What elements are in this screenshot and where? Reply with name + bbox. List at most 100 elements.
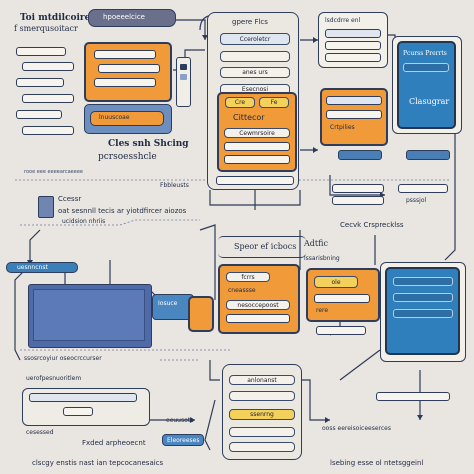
bottom-left-row [63, 407, 93, 416]
right-list-row [332, 196, 384, 205]
bottom-center-pill[interactable]: ssenrng [229, 409, 295, 420]
bottom-center-pill[interactable]: anlonanst [229, 375, 295, 385]
bottom-left-text3: cesessed [26, 429, 54, 436]
bottom-center-heading: eeuusoto [166, 417, 194, 424]
right-blue-title: Pcurss Prerrts [403, 50, 447, 57]
bottom-left-button-label: Eleoreeses [167, 437, 200, 444]
bottom-center-pill-label: anlonanst [247, 376, 277, 384]
bottom-left-row [29, 393, 137, 402]
top-tab-label: hpoeeelcice [103, 13, 145, 21]
blue-strip-left: lnuuscoae [84, 104, 172, 134]
mid-left-status: rooe eee eeeearcaeeee [24, 169, 83, 175]
right-blue-row [403, 63, 449, 72]
list-item [16, 47, 66, 56]
orange-center-line1: Cittecor [233, 113, 265, 122]
bottom-center-pill[interactable] [229, 442, 295, 452]
center-top-item-label: Esecnosi [241, 86, 269, 93]
orange-block-right-2: ole rere [306, 268, 380, 322]
tag-right: Fe [259, 97, 289, 108]
list-item [22, 126, 74, 135]
center-top-item[interactable]: anes urs [220, 67, 290, 78]
bottom-center-pill[interactable] [229, 391, 295, 401]
list-item [16, 110, 62, 119]
mid-left-heading: Cles snh Shcing [108, 139, 189, 149]
right-panel-row [325, 41, 381, 50]
orange-block-row [94, 50, 156, 59]
center-top-item[interactable] [220, 51, 290, 62]
header-pill-label: uesnncnst [17, 264, 48, 271]
right-blue2-row [393, 309, 453, 318]
orange-block-right: Crtpilies [320, 88, 388, 146]
orange-footer-label: lnuuscoae [99, 114, 130, 121]
orange-block-center: Cre Fe Cittecor Cewmrsoire [217, 92, 297, 172]
orange-center2-line2: nesoccepoost [237, 301, 279, 309]
bottom-left-button[interactable]: Eleoreeses [162, 434, 204, 446]
bottom-right-row [376, 392, 450, 401]
bottom-left-text1: uerofpesnuoritlem [26, 375, 82, 382]
orange-right-row [326, 96, 382, 105]
bottom-center-pill[interactable] [229, 427, 295, 437]
orange-right2-pill-label: ole [331, 278, 341, 286]
center-top-item-label: Cceroletcr [239, 35, 271, 43]
orange-center2-pill: fcrrs [226, 272, 270, 282]
right-blue-body: Clasugrar [409, 97, 450, 106]
right-small-pill[interactable] [338, 150, 382, 160]
center-mid-side-title: Adtfic [304, 239, 328, 248]
right-blue-card-2[interactable] [385, 267, 460, 355]
server-text: oat sesnnll tecis ar yiotdfircer aiozos [58, 207, 187, 215]
header-pill[interactable]: uesnncnst [6, 262, 78, 273]
left-blue-button[interactable]: Iosuce [152, 294, 194, 320]
bottom-left-text2: Fxded arpheoecnt [82, 439, 146, 447]
bottom-right-text: ooss eereisoiceeserces [322, 425, 391, 432]
center-top-item-label: anes urs [242, 69, 268, 76]
orange-footer-pill: lnuuscoae [90, 111, 164, 126]
mid-left-subheading: pcrsoesshcle [98, 152, 157, 162]
right-panel-header: lsdcdrre enl [325, 17, 361, 24]
right-list-row [398, 184, 448, 193]
orange-block-left [84, 42, 172, 102]
device-icon [176, 57, 191, 107]
orange-block-row [94, 78, 156, 87]
bottom-center-pill-label: ssenrng [250, 411, 274, 418]
orange-right-row [326, 110, 382, 119]
center-top-item[interactable]: Cceroletcr [220, 33, 290, 45]
orange-right-label: Crtpilies [330, 124, 355, 131]
server-icon [38, 196, 54, 218]
right-blue-card[interactable]: Pcurss Prerrts Clasugrar [397, 41, 456, 129]
top-left-title: Toi mtdilcoire [20, 13, 91, 23]
tag-left: Cre [225, 97, 255, 108]
orange-block-center-2: fcrrs cneassse nesoccepoost [218, 264, 300, 334]
mid-footer: Fbbleusts [160, 182, 189, 189]
right-list-row [332, 184, 384, 193]
right-small-pill[interactable] [406, 150, 450, 160]
orange-center-row: Cewmrsoire [224, 128, 290, 138]
orange-right2-small: rere [316, 307, 329, 314]
bottom-left-panel [22, 388, 150, 426]
right-top-panel: lsdcdrre enl [318, 12, 388, 68]
list-item [22, 62, 74, 71]
right-blue2-footer-row [316, 326, 366, 335]
right-mid-label: psssjol [406, 197, 427, 204]
left-blue-caption: ssosrcoyiur oseocrccurser [24, 355, 102, 362]
footer-left: clscgy enstis nast ian tepcocanesaics [32, 459, 164, 467]
bottom-center-panel: anlonanst ssenrng [222, 364, 302, 460]
orange-center2-row [226, 314, 290, 323]
center-bottom-row [216, 176, 294, 185]
top-left-subtitle: f smerqusoitacr [14, 24, 78, 33]
left-orange-chip [188, 296, 214, 332]
orange-right2-pill: ole [314, 276, 358, 288]
server-text-2: ucidsion nhriis [62, 218, 106, 225]
center-mid-title: Speor ef icbocs [234, 242, 297, 251]
orange-center2-row: nesoccepoost [226, 300, 290, 310]
right-blue-panel-outer: Pcurss Prerrts Clasugrar [392, 36, 462, 134]
orange-right2-row [314, 294, 370, 303]
center-top-title: gpere Flcs [232, 18, 268, 26]
orange-center-row [224, 155, 290, 164]
right-panel-row [325, 53, 381, 62]
right-panel-row [325, 29, 381, 38]
top-tab[interactable]: hpoeeelcice [88, 9, 176, 27]
orange-block-row [98, 64, 160, 73]
orange-center-row [224, 142, 290, 151]
right-blue2-row [393, 293, 453, 302]
tag-left-label: Cre [234, 99, 246, 106]
